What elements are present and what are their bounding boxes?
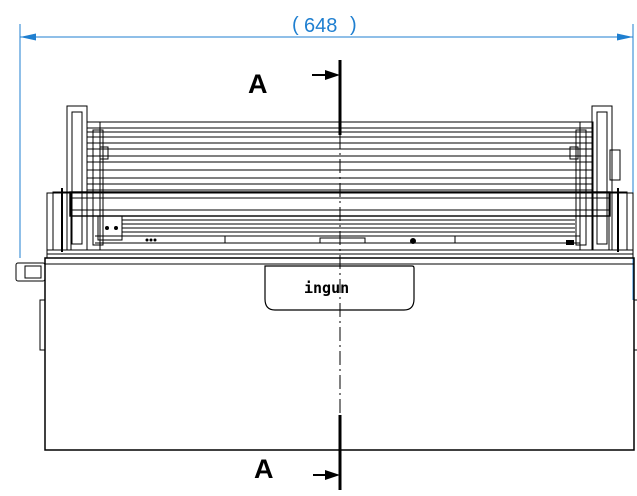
small-details (105, 226, 574, 245)
right-side-plate (569, 105, 628, 252)
side-knob-left (15, 262, 46, 282)
section-label-top: A (248, 69, 268, 99)
fixture-drawing (15, 105, 637, 451)
section-arrow-top (312, 70, 340, 80)
dimension-close-paren: ) (350, 14, 357, 36)
dimension-value: 648 (304, 15, 337, 37)
left-side-plate (52, 105, 123, 252)
section-label-bottom: A (254, 454, 274, 484)
dimension-arrow-right (617, 33, 633, 41)
guide-rails (122, 219, 575, 233)
dimension-text-background (290, 10, 362, 36)
logo-text: ingun (304, 279, 349, 297)
dimension-open-paren: ( (292, 14, 299, 36)
roller-assembly (86, 121, 594, 191)
section-arrow-bottom (313, 470, 340, 480)
dimension-arrow-left (20, 33, 36, 41)
logo-plate (264, 265, 415, 311)
